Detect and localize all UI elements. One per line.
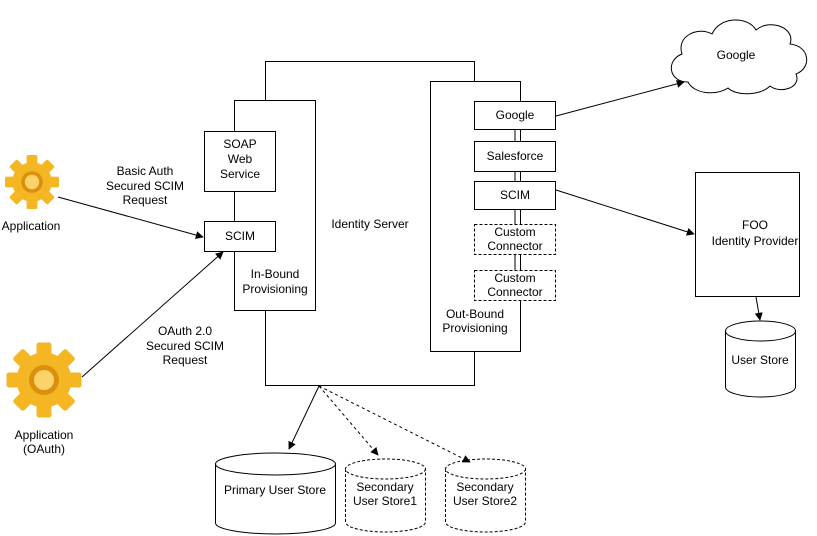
- secondary-store2-line1: Secondary: [456, 480, 513, 494]
- custom-connector-box-2: [474, 270, 556, 301]
- primary-store-arrow: [288, 385, 320, 450]
- primary-user-store-label: Primary User Store: [224, 483, 326, 497]
- identity-server-label: Identity Server: [331, 217, 408, 231]
- inbound-label-line1: In-Bound: [251, 267, 300, 281]
- soap-label-line3: Service: [220, 167, 260, 181]
- foo-idp-label-line2: Identity Provider: [712, 234, 799, 248]
- outbound-salesforce-label: Salesforce: [487, 149, 544, 163]
- foo-idp-box: [695, 172, 800, 297]
- oauth-label-line3: Request: [163, 353, 208, 367]
- inbound-label-line2: Provisioning: [242, 282, 307, 296]
- foo-to-user-store-arrow: [754, 296, 763, 321]
- google-arrow: [555, 79, 685, 117]
- custom-connector-1-line1: Custom: [494, 225, 535, 239]
- oauth-label-line1: OAuth 2.0: [158, 324, 212, 338]
- user-store-cylinder: [725, 320, 796, 398]
- basic-auth-label-line3: Request: [123, 193, 168, 207]
- oauth-arrow: [81, 251, 224, 378]
- basic-auth-label-line1: Basic Auth: [117, 164, 174, 178]
- primary-user-store-cylinder: [215, 452, 336, 535]
- custom-connector-2-line2: Connector: [487, 285, 542, 299]
- outbound-salesforce-box: [474, 141, 556, 172]
- outbound-label-line2: Provisioning: [442, 321, 507, 335]
- secondary-user-store1-cylinder: [345, 458, 426, 533]
- google-cloud-shape: [671, 19, 807, 95]
- basic-auth-arrow: [57, 196, 204, 239]
- oauth-label-line2: Secured SCIM: [146, 339, 224, 353]
- basic-auth-label-line2: Secured SCIM: [106, 179, 184, 193]
- application-oauth-label-line1: Application: [15, 428, 74, 442]
- outbound-google-label: Google: [496, 108, 535, 122]
- inbound-scim-box: [204, 221, 276, 252]
- custom-connector-2-line1: Custom: [494, 271, 535, 285]
- custom-connector-1-line2: Connector: [487, 239, 542, 253]
- user-store-label: User Store: [731, 353, 789, 367]
- secondary-store1-line2: User Store1: [353, 494, 417, 508]
- soap-web-service-box: [204, 131, 276, 192]
- outbound-scim-label: SCIM: [500, 188, 530, 202]
- gear-icon-application: [4, 155, 59, 209]
- foo-idp-label-line1: FOO: [742, 218, 768, 232]
- scim-to-foo-arrow: [555, 189, 695, 236]
- secondary-store1-arrow: [318, 385, 379, 456]
- soap-label-line1: SOAP: [223, 137, 256, 151]
- inbound-scim-label: SCIM: [225, 229, 255, 243]
- secondary-user-store2-cylinder: [445, 458, 526, 533]
- application-label: Application: [2, 219, 61, 233]
- outbound-scim-box: [474, 181, 556, 210]
- custom-connector-box-1: [474, 224, 556, 255]
- outbound-label-line1: Out-Bound: [446, 307, 504, 321]
- soap-label-line2: Web: [228, 152, 253, 166]
- outbound-google-box: [474, 101, 556, 130]
- secondary-store1-line1: Secondary: [356, 480, 413, 494]
- secondary-store2-arrow: [318, 385, 471, 463]
- gear-icon-application-oauth: [6, 342, 82, 418]
- secondary-store2-line2: User Store2: [453, 494, 517, 508]
- application-oauth-label-line2: (OAuth): [23, 442, 65, 456]
- google-cloud-label: Google: [717, 48, 756, 62]
